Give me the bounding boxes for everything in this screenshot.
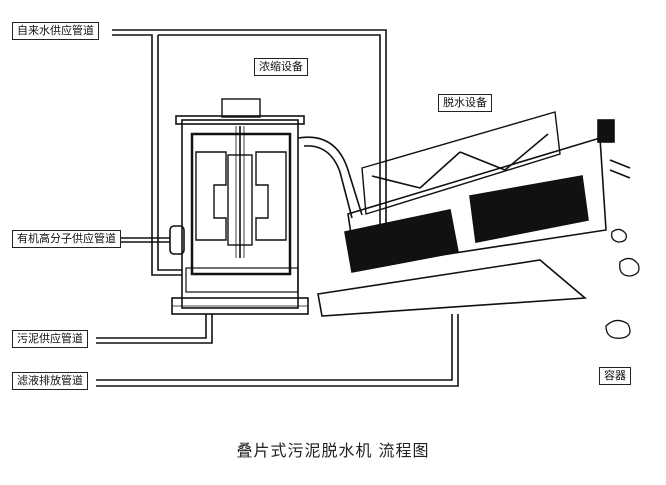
- label-container: 容器: [599, 367, 631, 385]
- label-dewatering-device: 脱水设备: [438, 94, 492, 112]
- label-sludge-pipe: 污泥供应管道: [12, 330, 88, 348]
- chute: [297, 136, 363, 219]
- label-thickening-device: 浓缩设备: [254, 58, 308, 76]
- sludge-cake: [605, 228, 640, 339]
- label-tap-water-pipe: 自来水供应管道: [12, 22, 99, 40]
- thickening-tank: [171, 98, 309, 315]
- filtrate-pipe: [96, 314, 459, 387]
- tap-water-pipe: [112, 29, 387, 276]
- caption: 叠片式污泥脱水机 流程图: [236, 441, 430, 460]
- screw-stack: [344, 175, 589, 273]
- label-polymer-pipe: 有机高分子供应管道: [12, 230, 121, 248]
- label-filtrate-pipe: 滤液排放管道: [12, 372, 88, 390]
- sludge-pipe: [96, 314, 213, 344]
- polymer-pipe: [112, 225, 185, 255]
